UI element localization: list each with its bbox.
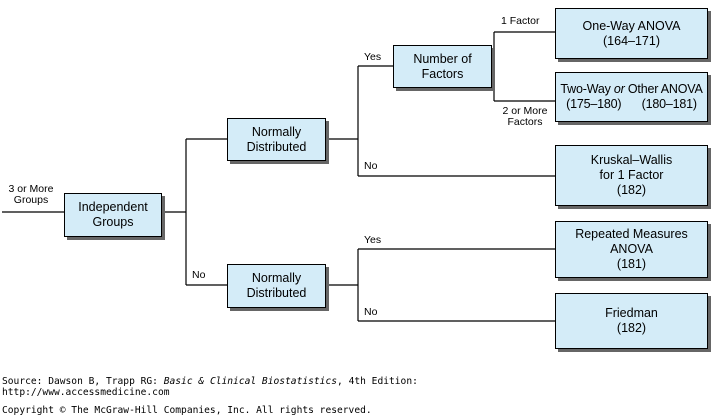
kruskal-wallis-line1: Kruskal–Wallis <box>590 153 673 167</box>
one-way-anova-pages: (164–171) <box>603 33 660 48</box>
copyright-notice: Copyright © The McGraw-Hill Companies, I… <box>2 405 372 416</box>
box-normally-distributed-top-label: Normally Distributed <box>246 124 307 154</box>
source-citation: Source: Dawson B, Trapp RG: Basic & Clin… <box>2 376 418 387</box>
kruskal-wallis-pages: (182) <box>616 183 647 197</box>
source-url: http://www.accessmedicine.com <box>2 387 170 398</box>
branch-label-no-friedman: No <box>364 306 378 318</box>
branch-label-two-or-more: 2 or More Factors <box>502 105 548 128</box>
box-number-of-factors: Number of Factors <box>393 45 492 88</box>
two-way-anova-pages-right: (180–181) <box>641 97 697 111</box>
entry-label: 3 or More Groups <box>8 183 54 206</box>
box-normally-distributed-bottom: Normally Distributed <box>227 264 326 308</box>
branch-label-no-kruskal: No <box>364 160 378 172</box>
branch-label-no-lower: No <box>192 269 206 281</box>
friedman-title: Friedman <box>605 306 658 320</box>
branch-label-one-factor: 1 Factor <box>501 15 540 27</box>
box-independent-groups-label: Independent Groups <box>78 200 148 229</box>
box-one-way-anova: One-Way ANOVA (164–171) <box>555 8 708 59</box>
repeated-measures-line2: ANOVA <box>610 242 653 256</box>
box-normally-distributed-bottom-label: Normally Distributed <box>246 271 307 300</box>
repeated-measures-line1: Repeated Measures <box>575 227 688 241</box>
kruskal-wallis-line2: for 1 Factor <box>599 168 664 182</box>
flowchart: 3 or More Groups Independent Groups Norm… <box>2 8 708 349</box>
friedman-pages: (182) <box>616 321 647 335</box>
two-way-anova-title: Two-Way or Other ANOVA <box>560 82 703 96</box>
box-two-way-anova: Two-Way or Other ANOVA (175–180) (180–18… <box>555 72 708 122</box>
box-number-of-factors-label: Number of Factors <box>413 51 472 81</box>
repeated-measures-pages: (181) <box>616 257 647 271</box>
two-way-anova-pages-left: (175–180) <box>566 97 622 111</box>
box-normally-distributed-top: Normally Distributed <box>227 118 326 161</box>
box-independent-groups: Independent Groups <box>64 193 162 237</box>
branch-label-yes-factors: Yes <box>364 51 382 63</box>
box-repeated-measures-anova: Repeated Measures ANOVA (181) <box>555 221 708 278</box>
box-friedman: Friedman (182) <box>555 293 708 349</box>
branch-label-yes-repeated: Yes <box>364 234 382 246</box>
one-way-anova-title: One-Way ANOVA <box>582 18 681 33</box>
box-kruskal-wallis: Kruskal–Wallis for 1 Factor (182) <box>555 145 708 206</box>
connector-lines <box>2 31 555 322</box>
